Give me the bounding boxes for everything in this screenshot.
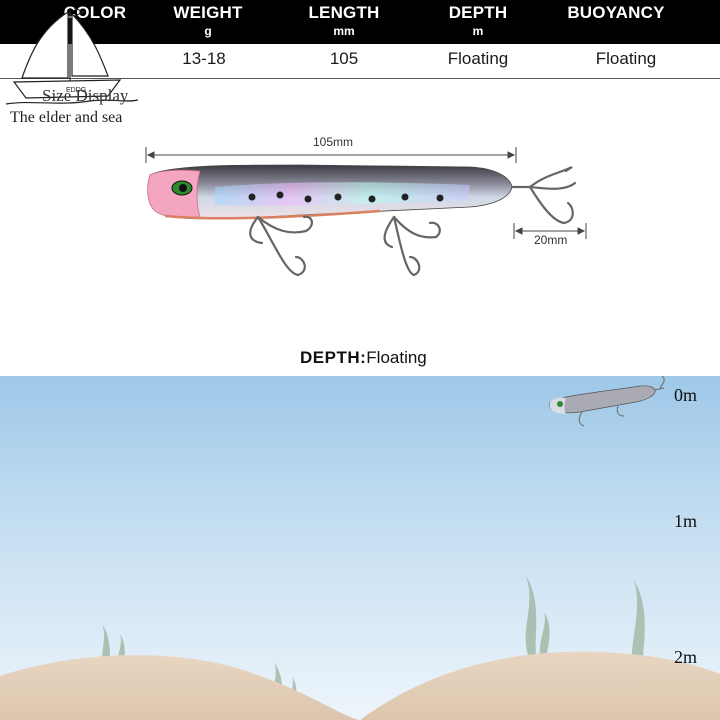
size-display-label: Size Display xyxy=(42,86,129,105)
col-header-unit: mm xyxy=(333,24,355,38)
brand-caption: The elder and sea xyxy=(10,109,123,126)
col-header-label: DEPTH xyxy=(448,3,508,22)
spec-table-header: COLOR WEIGHT g LENGTH mm DEPTH m BUOYANC… xyxy=(0,0,720,44)
depth-marker-1m: 1m xyxy=(674,511,698,531)
col-header-unit: m xyxy=(472,24,484,38)
value-buoyancy: Floating xyxy=(595,49,657,68)
col-weight: WEIGHT g xyxy=(138,3,278,38)
sailboat-logo-icon: EDDG xyxy=(5,7,139,105)
length-dimension-line xyxy=(145,147,517,163)
value-weight: 13-18 xyxy=(182,49,226,68)
floating-lure-icon xyxy=(549,376,665,427)
hook-dimension-line xyxy=(513,223,587,239)
col-length: LENGTH mm xyxy=(274,3,414,38)
boat-name: EDDG xyxy=(66,87,86,94)
col-buoyancy: BUOYANCY xyxy=(546,3,686,24)
col-depth: DEPTH m xyxy=(408,3,548,38)
depth-title-label: DEPTH: xyxy=(300,348,367,367)
col-header-label: WEIGHT xyxy=(173,3,243,22)
col-header-label: LENGTH xyxy=(308,3,380,22)
col-header-label: COLOR xyxy=(63,3,127,22)
col-header-label: BUOYANCY xyxy=(567,3,665,22)
sand-bank xyxy=(0,655,360,720)
value-depth: Floating xyxy=(447,49,509,68)
lure-size-diagram xyxy=(145,147,587,277)
depth-title: DEPTH:Floating xyxy=(300,348,427,368)
lure-hooks xyxy=(249,166,577,277)
col-header-unit: g xyxy=(204,24,212,38)
depth-marker-0m: 0m xyxy=(674,385,698,405)
header-divider xyxy=(0,78,720,79)
lure-body xyxy=(147,164,513,220)
water-depth-scene xyxy=(0,376,720,720)
depth-marker-2m: 2m xyxy=(674,647,698,667)
hook-length-label: 20mm xyxy=(534,233,568,247)
col-color: COLOR xyxy=(25,3,165,24)
depth-title-value: Floating xyxy=(366,348,427,367)
value-length: 105 xyxy=(329,49,359,68)
body-length-label: 105mm xyxy=(313,135,354,149)
sand-bank xyxy=(360,651,720,720)
